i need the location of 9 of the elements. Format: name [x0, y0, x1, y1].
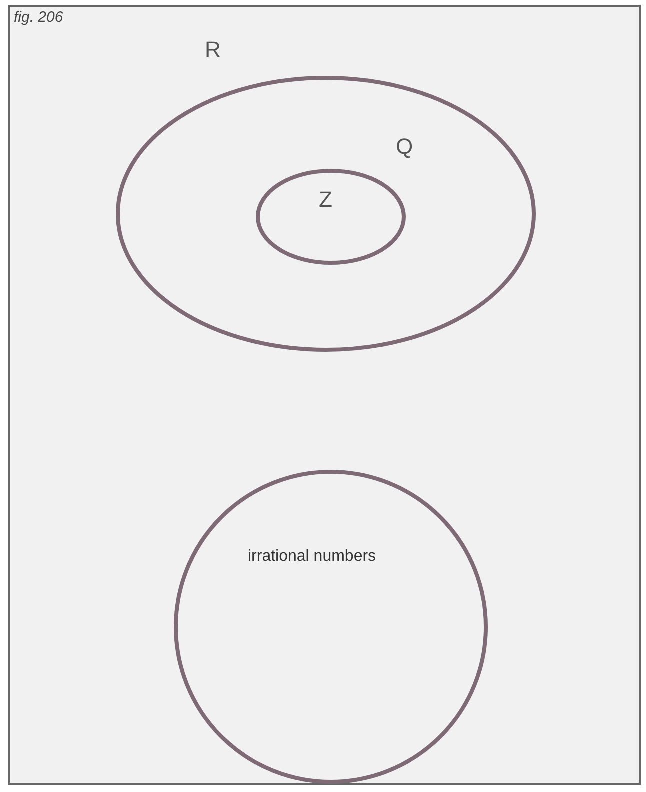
set-label: irrational numbers — [248, 548, 376, 566]
set-label: Z — [319, 187, 332, 213]
set-rectangle — [8, 5, 641, 785]
figure-number: fig. 206 — [14, 9, 64, 26]
set-label: R — [205, 37, 221, 63]
set-circle — [174, 470, 488, 784]
set-ellipse — [116, 76, 536, 352]
set-ellipse — [256, 169, 406, 265]
set-label: Q — [396, 134, 414, 160]
